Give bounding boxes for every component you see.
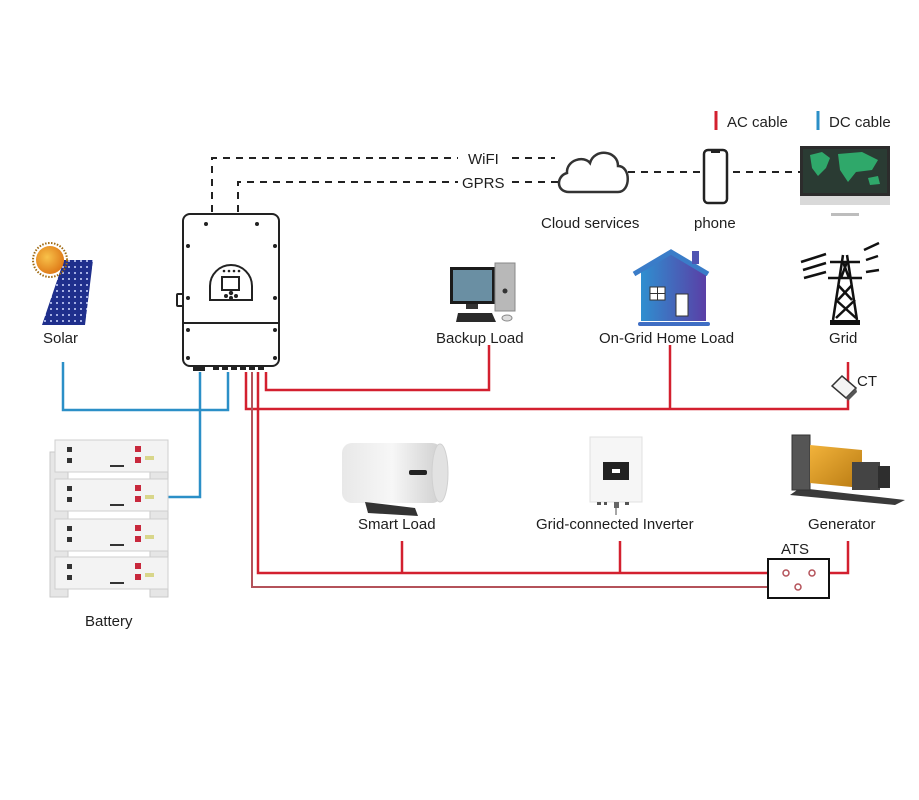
cloud-services: Cloud services xyxy=(541,151,639,232)
battery-module xyxy=(54,556,169,590)
smartphone-icon xyxy=(702,148,729,205)
desktop-computer-icon xyxy=(450,262,516,322)
solar: Solar xyxy=(32,242,93,347)
solar-dc-cable xyxy=(61,362,230,412)
solar-panel-icon xyxy=(32,242,93,325)
phone-label: phone xyxy=(694,215,736,232)
house-icon xyxy=(632,249,710,326)
ac-cables xyxy=(244,345,850,575)
cloud-services-label: Cloud services xyxy=(541,215,639,232)
string-inverter-icon xyxy=(589,436,643,515)
wifi-label: WiFI xyxy=(468,151,499,168)
battery-module xyxy=(54,478,169,512)
solar-label: Solar xyxy=(43,330,78,347)
water-heater-icon xyxy=(342,443,449,516)
battery-module xyxy=(54,518,169,552)
cloud-icon xyxy=(557,151,629,194)
ct-label: CT xyxy=(857,373,877,390)
backup-load-label: Backup Load xyxy=(436,330,524,347)
current-transformer-icon xyxy=(830,374,858,401)
gprs-label: GPRS xyxy=(462,175,505,192)
generator-icon xyxy=(790,434,905,505)
battery-label: Battery xyxy=(85,613,133,630)
gprs-link-left xyxy=(237,181,458,212)
backup-load-cable xyxy=(264,345,491,392)
generator-label: Generator xyxy=(808,516,876,533)
grid-label: Grid xyxy=(829,330,857,347)
transfer-switch-icon xyxy=(767,558,830,599)
transmission-tower-icon xyxy=(800,241,880,325)
wifi-link-left xyxy=(211,157,458,212)
smart-load-label: Smart Load xyxy=(358,516,436,533)
home-load-label: On-Grid Home Load xyxy=(599,330,734,347)
generator: Generator xyxy=(790,434,905,533)
battery-module xyxy=(54,439,169,473)
grid-inverter-label: Grid-connected Inverter xyxy=(536,516,694,533)
ats: ATS xyxy=(767,541,830,599)
backup-load: Backup Load xyxy=(436,262,524,347)
hybrid-inverter xyxy=(176,213,280,371)
grid: Grid xyxy=(800,241,880,347)
ac-cable-legend-label: AC cable xyxy=(727,114,788,131)
grid-connected-inverter: Grid-connected Inverter xyxy=(536,436,694,533)
battery: Battery xyxy=(49,439,169,630)
phone: phone xyxy=(694,148,736,232)
current-transformer: CT xyxy=(830,373,877,401)
ats-return-cable xyxy=(251,372,795,588)
battery-dc-cable xyxy=(168,372,202,499)
hybrid-inverter-icon xyxy=(176,213,280,371)
home-load: On-Grid Home Load xyxy=(599,249,734,347)
computer-monitor-icon xyxy=(800,146,890,216)
battery-stack-icon xyxy=(49,439,169,598)
dc-cables xyxy=(61,362,230,499)
smart-load-bus-cable xyxy=(256,372,783,575)
monitor xyxy=(800,146,890,216)
ats-label: ATS xyxy=(781,541,809,558)
legend: AC cable DC cable xyxy=(714,111,891,131)
dc-cable-legend-label: DC cable xyxy=(829,114,891,131)
smart-load: Smart Load xyxy=(342,443,449,533)
communication-links xyxy=(211,157,800,212)
